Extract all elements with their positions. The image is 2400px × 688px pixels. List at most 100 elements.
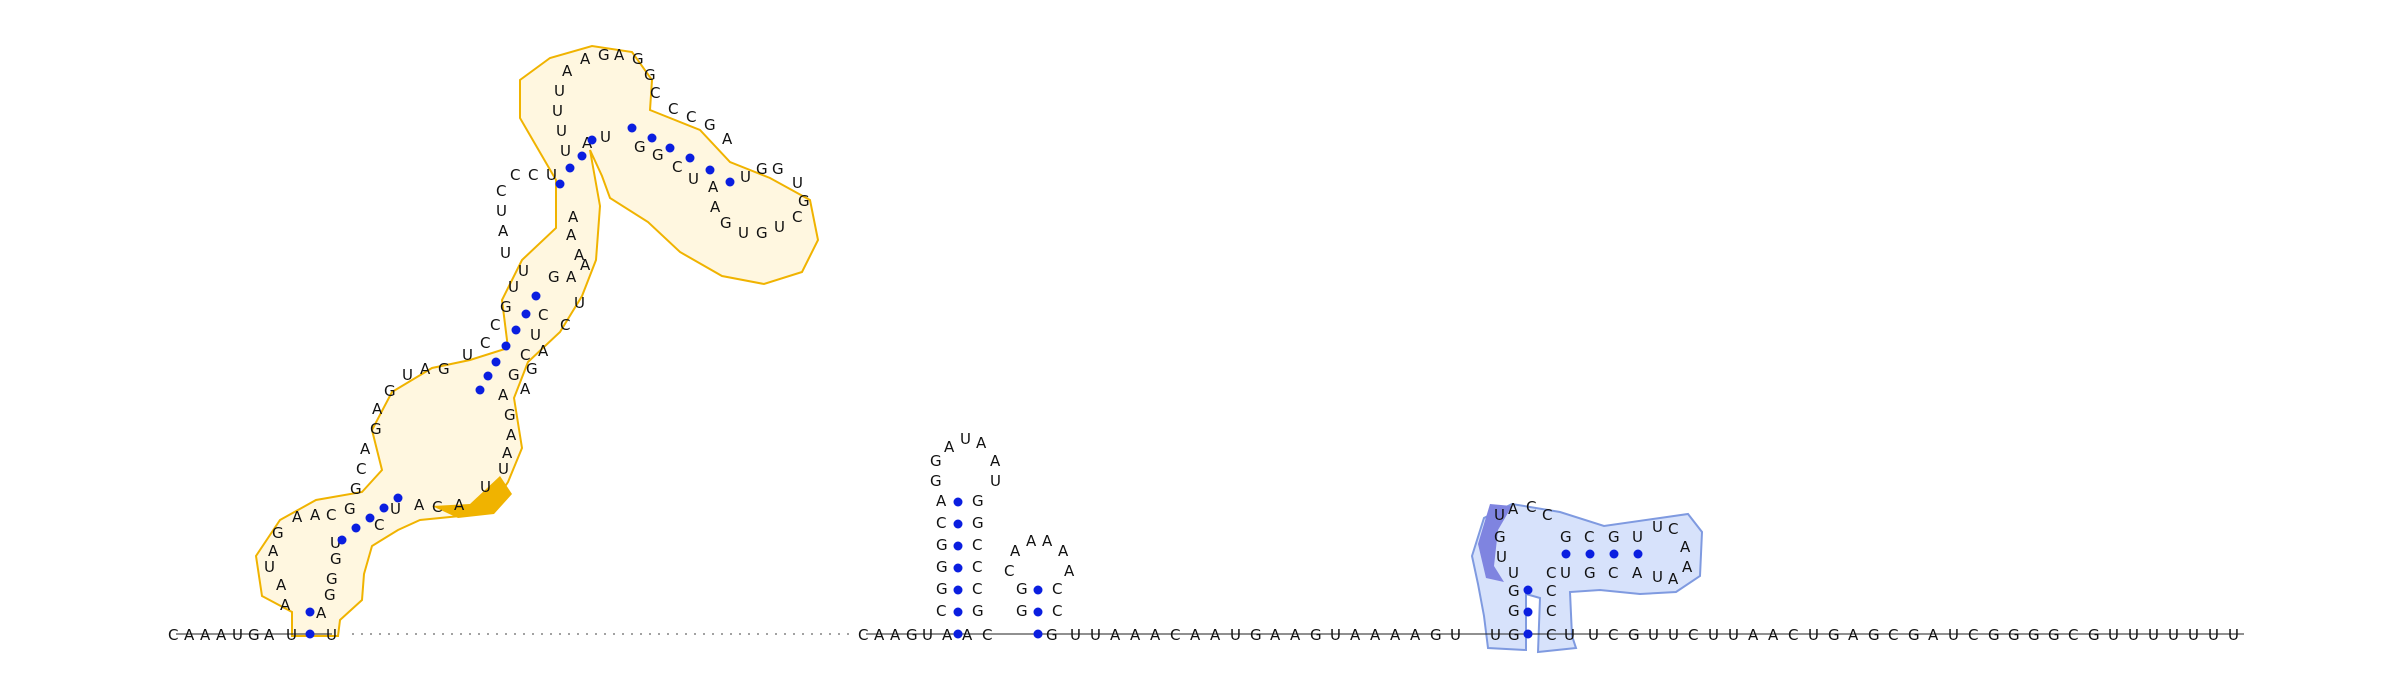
svg-text:C: C — [1052, 602, 1062, 620]
svg-text:A: A — [1270, 626, 1281, 644]
svg-text:A: A — [566, 268, 577, 286]
svg-text:U: U — [1508, 564, 1519, 582]
svg-text:G: G — [720, 214, 732, 232]
svg-text:U: U — [1648, 626, 1659, 644]
svg-text:A: A — [936, 492, 947, 510]
svg-text:G: G — [632, 50, 644, 68]
svg-text:U: U — [1490, 626, 1501, 644]
svg-text:G: G — [1908, 626, 1920, 644]
svg-text:G: G — [248, 626, 260, 644]
svg-text:G: G — [1494, 528, 1506, 546]
svg-text:U: U — [1494, 506, 1505, 524]
svg-text:A: A — [1210, 626, 1221, 644]
svg-text:U: U — [264, 558, 275, 576]
svg-text:U: U — [500, 244, 511, 262]
svg-text:A: A — [874, 626, 885, 644]
svg-text:A: A — [710, 198, 721, 216]
svg-text:C: C — [1546, 582, 1556, 600]
svg-text:C: C — [972, 558, 982, 576]
svg-text:G: G — [548, 268, 560, 286]
svg-text:G: G — [704, 116, 716, 134]
svg-text:A: A — [280, 596, 291, 614]
svg-text:U: U — [1070, 626, 1081, 644]
svg-text:G: G — [344, 500, 356, 518]
svg-text:C: C — [972, 580, 982, 598]
svg-text:G: G — [508, 366, 520, 384]
svg-text:G: G — [1016, 602, 1028, 620]
svg-text:C: C — [356, 460, 366, 478]
svg-text:C: C — [490, 316, 500, 334]
svg-text:U: U — [2108, 626, 2119, 644]
svg-text:C: C — [496, 182, 506, 200]
svg-text:U: U — [1330, 626, 1341, 644]
svg-text:U: U — [390, 500, 401, 518]
svg-text:A: A — [1130, 626, 1141, 644]
svg-text:U: U — [326, 626, 337, 644]
svg-text:G: G — [526, 360, 538, 378]
svg-text:G: G — [936, 536, 948, 554]
svg-text:A: A — [538, 342, 549, 360]
svg-text:C: C — [432, 498, 442, 516]
svg-text:G: G — [330, 550, 342, 568]
svg-text:U: U — [1668, 626, 1679, 644]
svg-text:G: G — [2088, 626, 2100, 644]
svg-text:U: U — [1560, 564, 1571, 582]
svg-text:G: G — [652, 146, 664, 164]
svg-text:A: A — [722, 130, 733, 148]
svg-text:U: U — [792, 174, 803, 192]
svg-text:A: A — [502, 444, 513, 462]
svg-text:G: G — [972, 514, 984, 532]
svg-text:U: U — [1632, 528, 1643, 546]
svg-text:U: U — [2208, 626, 2219, 644]
svg-text:A: A — [498, 386, 509, 404]
svg-text:A: A — [360, 440, 371, 458]
svg-text:A: A — [1748, 626, 1759, 644]
svg-text:A: A — [276, 576, 287, 594]
svg-text:A: A — [1150, 626, 1161, 644]
svg-text:U: U — [2188, 626, 2199, 644]
svg-text:U: U — [2228, 626, 2239, 644]
svg-text:U: U — [518, 262, 529, 280]
svg-text:A: A — [962, 626, 973, 644]
svg-text:U: U — [740, 168, 751, 186]
svg-text:A: A — [1290, 626, 1301, 644]
svg-text:A: A — [1026, 532, 1037, 550]
svg-text:U: U — [508, 278, 519, 296]
gold-base-pairs — [305, 123, 735, 639]
svg-text:G: G — [1508, 602, 1520, 620]
svg-text:A: A — [574, 246, 585, 264]
svg-text:C: C — [1668, 520, 1678, 538]
svg-text:G: G — [756, 224, 768, 242]
svg-text:G: G — [370, 420, 382, 438]
svg-text:A: A — [1350, 626, 1361, 644]
svg-text:U: U — [990, 472, 1001, 490]
svg-text:U: U — [600, 128, 611, 146]
svg-text:C: C — [1004, 562, 1014, 580]
svg-text:U: U — [462, 346, 473, 364]
svg-text:C: C — [650, 84, 660, 102]
svg-text:U: U — [1230, 626, 1241, 644]
svg-text:C: C — [1888, 626, 1898, 644]
highlight-layer — [254, 44, 1704, 654]
svg-text:C: C — [668, 100, 678, 118]
svg-text:G: G — [2048, 626, 2060, 644]
svg-text:C: C — [1170, 626, 1180, 644]
svg-text:U: U — [232, 626, 243, 644]
svg-text:A: A — [372, 400, 383, 418]
svg-text:U: U — [960, 430, 971, 448]
svg-text:U: U — [574, 294, 585, 312]
svg-text:U: U — [552, 102, 563, 120]
svg-text:G: G — [1828, 626, 1840, 644]
svg-text:U: U — [1090, 626, 1101, 644]
svg-text:C: C — [1584, 528, 1594, 546]
svg-text:U: U — [1948, 626, 1959, 644]
svg-text:G: G — [350, 480, 362, 498]
svg-text:U: U — [688, 170, 699, 188]
svg-text:C: C — [982, 626, 992, 644]
svg-text:A: A — [1058, 542, 1069, 560]
svg-text:G: G — [644, 66, 656, 84]
svg-text:U: U — [1450, 626, 1461, 644]
